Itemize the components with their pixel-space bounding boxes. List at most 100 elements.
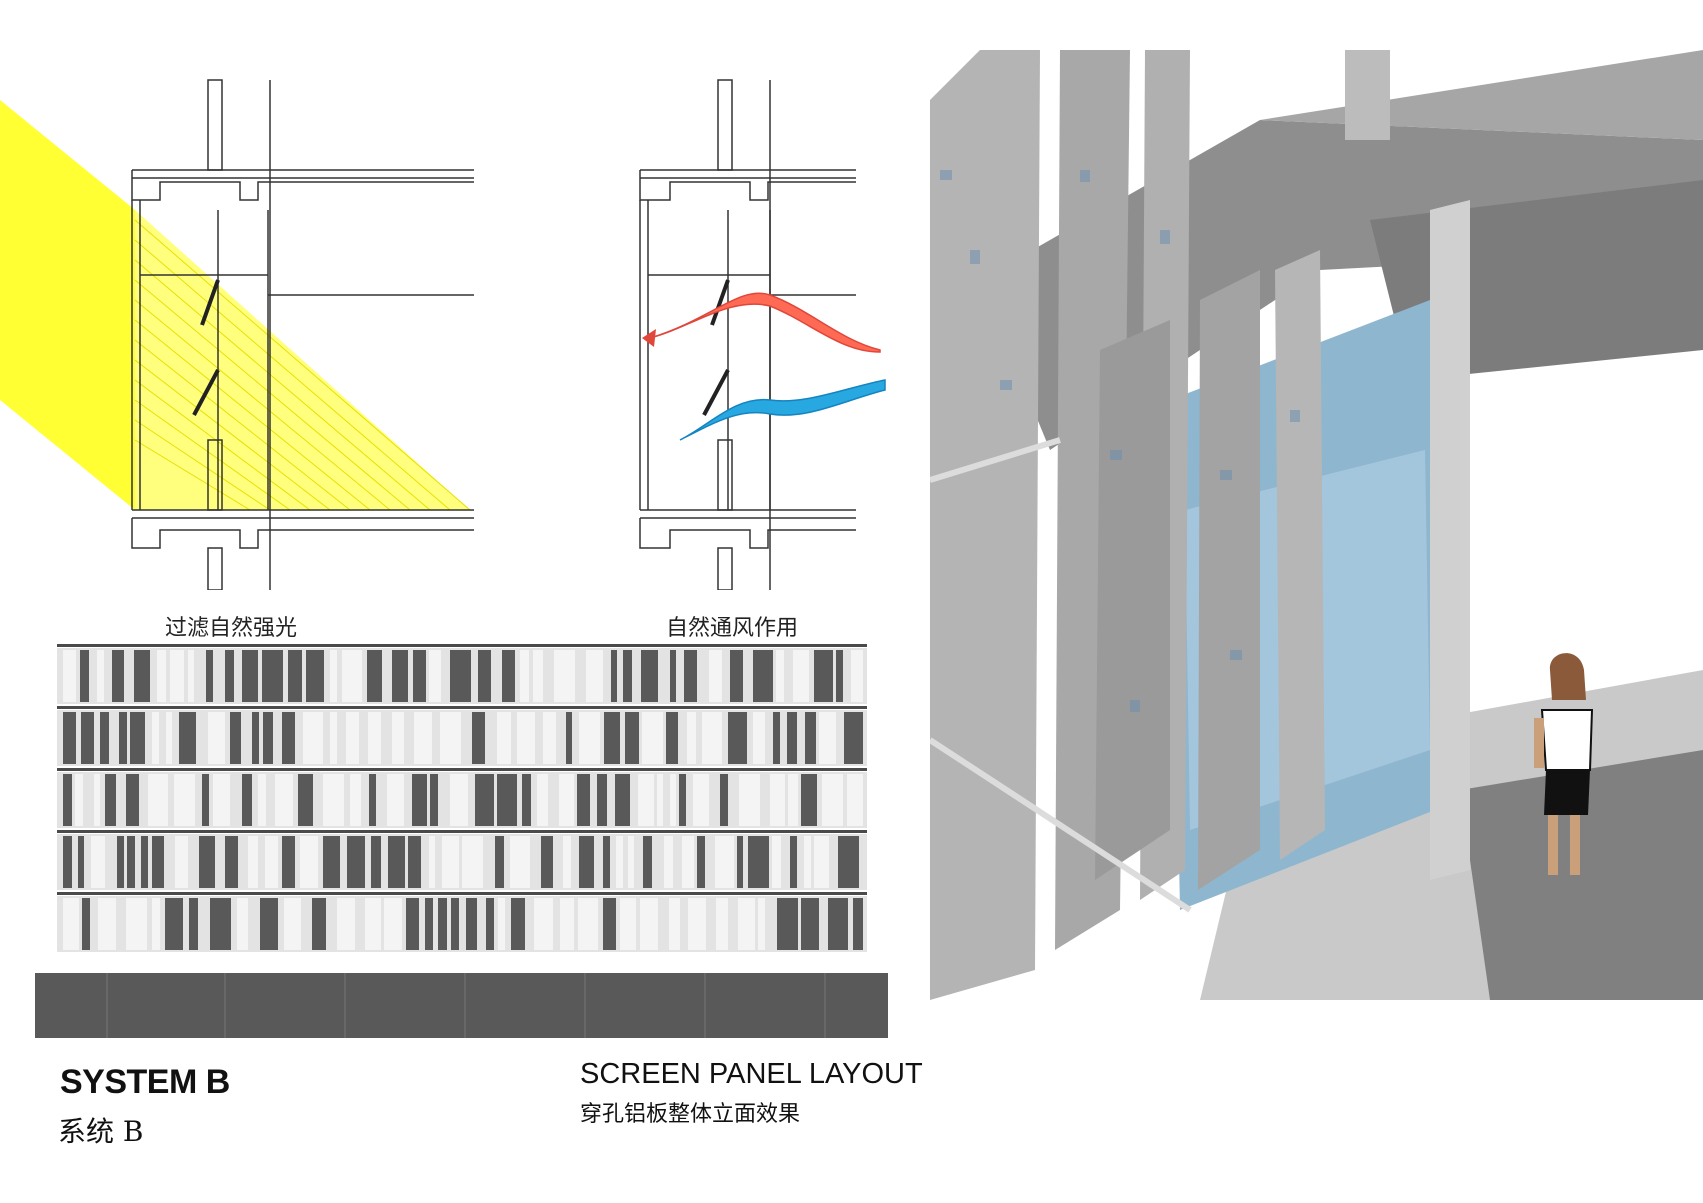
screen-panel [666,712,678,764]
screen-panel [298,774,313,826]
screen-panel [669,898,680,950]
screen-panel [388,836,405,888]
screen-panel [577,774,590,826]
slab-line [57,768,867,771]
screen-panel [478,650,491,702]
screen-panel [450,774,468,826]
screen-panel [670,774,676,826]
screen-panel [559,774,574,826]
screen-panel [693,774,709,826]
screen-panel [753,650,773,702]
screen-panel [406,898,419,950]
elevation-rows [57,644,867,952]
screen-panel [429,650,441,702]
screen-panel [347,836,365,888]
screen-panel [75,774,83,826]
screen-panel [554,650,575,702]
screen-panel [337,898,355,950]
screen-panel [170,650,184,702]
screen-panel [130,712,145,764]
screen-panel [720,774,728,826]
screen-panel [242,774,252,826]
screen-panel [586,650,603,702]
screen-panel [511,898,525,950]
screen-panel [323,836,340,888]
screen-panel [288,650,302,702]
screen-panel [413,650,426,702]
screen-panel [793,650,809,702]
screen-panel [429,836,435,888]
screen-panel [664,836,673,888]
screen-panel [737,836,743,888]
screen-panel [258,774,266,826]
screen-panel [365,898,381,950]
screen-panel [189,898,198,950]
screen-panel [368,712,381,764]
screen-panel [510,836,530,888]
cool-air-flow [679,379,886,441]
screen-panel [148,774,168,826]
screen-panel [208,712,225,764]
screen-panel [625,712,639,764]
screen-panel [152,836,164,888]
screen-panel [640,898,658,950]
perforated-screens [930,50,1325,1000]
screen-panel [199,836,215,888]
screen-panel [753,712,765,764]
screen-panel [265,836,278,888]
screen-panel [702,712,722,764]
screen-panel [263,712,273,764]
screen-panel [728,712,747,764]
screen-panel [462,836,483,888]
screen-panel [63,774,72,826]
screen-panel [367,650,382,702]
screen-panel [603,836,610,888]
screen-panel [157,650,166,702]
screen-panel [836,650,843,702]
screen-panel [392,712,404,764]
screen-panel [414,712,432,764]
screen-panel [466,898,477,950]
screen-panel [312,898,326,950]
screen-panel [623,650,632,702]
screen-panel [522,774,531,826]
screen-panel [105,774,116,826]
screen-panel [213,774,230,826]
screen-panel [63,898,79,950]
screen-panel [805,712,816,764]
screen-panel [801,774,817,826]
screen-panel [670,650,676,702]
screen-panel-elevation [35,644,888,1038]
screen-panel [579,712,600,764]
screen-panel [306,650,324,702]
screen-panel [679,774,686,826]
screen-panel [126,774,139,826]
screen-panel [63,650,76,702]
screen-panel [772,836,781,888]
screen-panel [371,836,381,888]
screen-panel [237,898,248,950]
screen-panel [643,836,652,888]
screen-panel [330,650,337,702]
screen-panel [541,836,553,888]
screen-panel [777,898,798,950]
screen-panel [152,898,160,950]
facade-perspective-render [930,50,1703,1000]
slab-line [57,706,867,709]
screen-panel [206,650,213,702]
screen-panel [408,836,421,888]
screen-panel [300,836,318,888]
screen-panel [520,650,529,702]
screen-panel [440,712,461,764]
screen-panel [97,650,104,702]
screen-panel [282,836,295,888]
screen-panel [578,898,598,950]
screen-panel [828,898,848,950]
screen-panel [387,774,404,826]
screen-panel [738,898,755,950]
screen-panel [788,774,798,826]
screen-panel [210,898,231,950]
screen-panel [847,774,863,826]
screen-panel [242,650,258,702]
screen-panel [748,836,769,888]
